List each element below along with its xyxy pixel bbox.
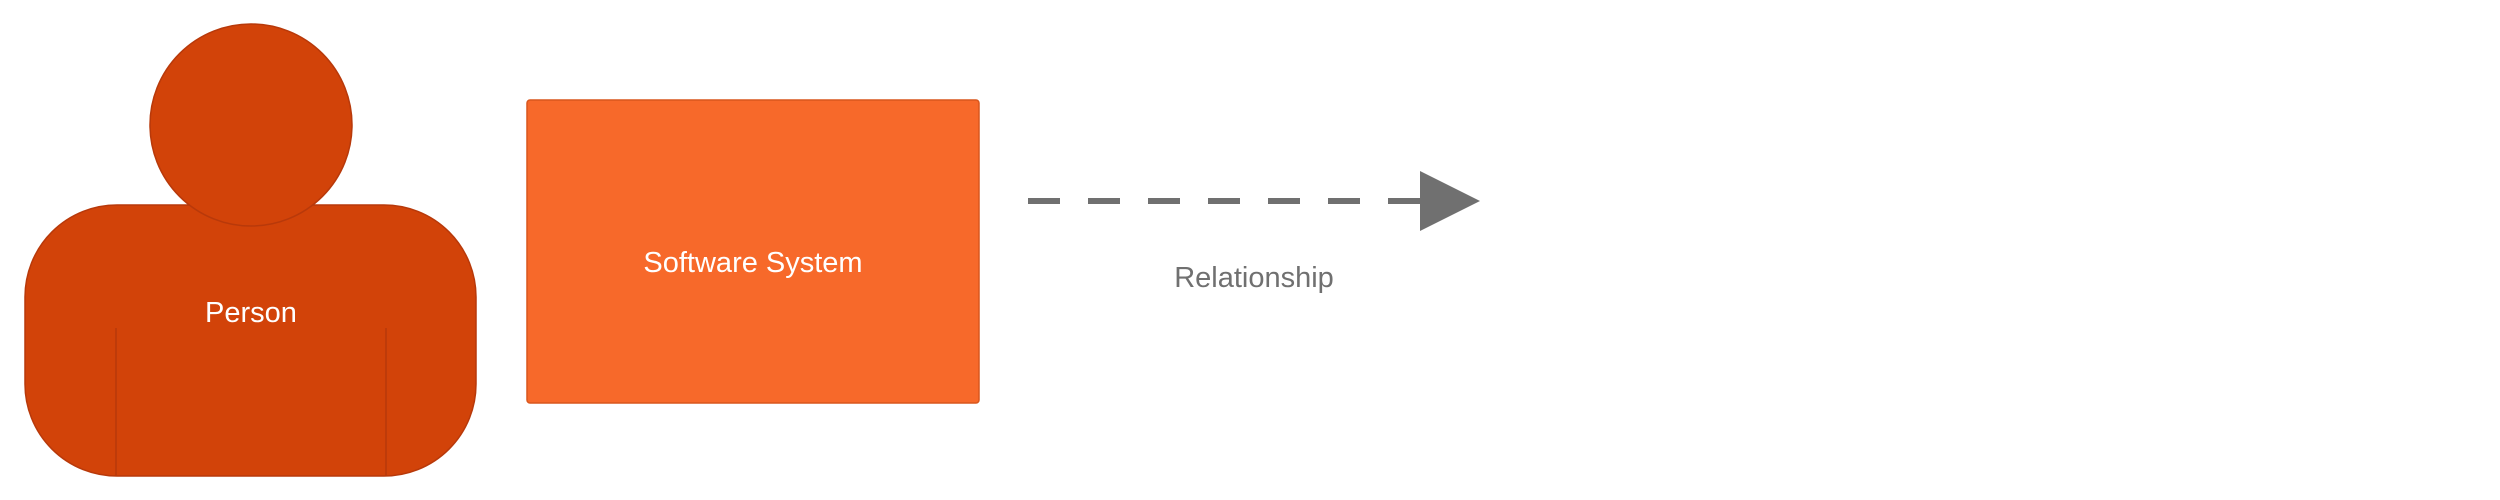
relationship-label: Relationship — [1174, 262, 1334, 294]
software-system-box — [526, 99, 980, 404]
relationship-arrowhead — [1420, 171, 1480, 231]
relationship-arrow[interactable]: Relationship — [1028, 171, 1480, 294]
person-element[interactable]: Person — [24, 23, 477, 477]
person-head — [149, 23, 353, 227]
person-body — [24, 204, 477, 477]
software-system-label: Software System — [643, 247, 862, 279]
software-system-element[interactable]: Software System — [526, 99, 980, 404]
person-label: Person — [205, 297, 297, 329]
